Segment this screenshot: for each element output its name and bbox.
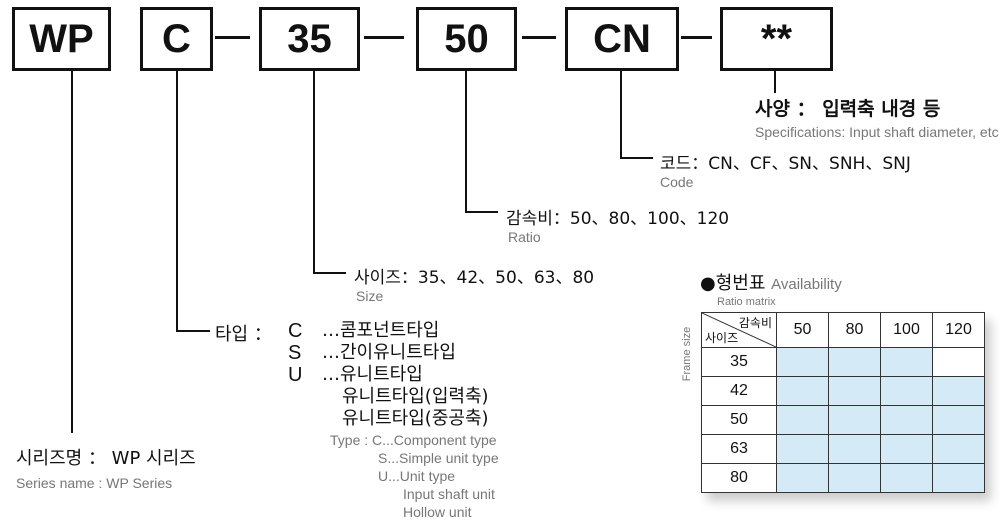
ratio-header: 100: [880, 312, 933, 348]
available-cell: [828, 347, 881, 377]
table-row: 63: [701, 434, 985, 464]
ratio-matrix-label: Ratio matrix: [717, 296, 776, 308]
available-cell: [932, 434, 985, 464]
series-en: Series name : WP Series: [16, 475, 173, 491]
dash: [681, 36, 712, 39]
code-box-ratio: 50: [416, 7, 517, 71]
leader-line: [176, 71, 178, 331]
spec-en: Specifications: Input shaft diameter, et…: [755, 124, 999, 140]
ratio-header: 120: [932, 312, 985, 348]
table-row: 42: [701, 376, 985, 406]
code-box-spec: **: [720, 7, 833, 71]
availability-title: ●형번표 Availability: [700, 273, 842, 294]
available-cell: [828, 376, 881, 406]
ratio-header: 80: [828, 312, 881, 348]
size-header: 35: [701, 347, 777, 377]
available-cell: [880, 405, 933, 435]
size-header: 63: [701, 434, 777, 464]
code-box-type: C: [140, 7, 213, 71]
size-label: 사이즈：35、42、50、63、80: [354, 268, 595, 288]
code-box-series: WP: [12, 7, 111, 71]
type-descriptions: …콤포넌트타입…간이유니트타입…유니트타입 유니트타입(입력축)유니트타입(중공…: [322, 320, 489, 429]
available-cell: [880, 376, 933, 406]
leader-line: [465, 71, 467, 212]
leader-line: [176, 330, 210, 332]
frame-size-label: Frame size: [681, 326, 694, 382]
ratio-label: 감속비：50、80、100、120: [506, 209, 730, 229]
size-en: Size: [356, 288, 384, 304]
dash: [522, 36, 556, 39]
table-row: 50: [701, 405, 985, 435]
leader-line: [774, 71, 776, 93]
available-cell: [828, 405, 881, 435]
ratio-header: 50: [776, 312, 829, 348]
table-row: 35: [701, 347, 985, 377]
available-cell: [828, 463, 881, 493]
ratio-en: Ratio: [508, 229, 541, 245]
size-header: 42: [701, 376, 777, 406]
available-cell: [880, 463, 933, 493]
dash: [215, 36, 250, 39]
series-label: 시리즈명 ： WP 시리즈: [16, 448, 196, 469]
leader-line: [313, 71, 315, 274]
size-header: 80: [701, 463, 777, 493]
spec-label: 사양 ： 입력축 내경 등: [755, 98, 941, 120]
available-cell: [932, 376, 985, 406]
available-cell: [776, 405, 829, 435]
code-en: Code: [660, 174, 694, 190]
available-cell: [932, 405, 985, 435]
available-cell: [776, 347, 829, 377]
leader-line: [465, 211, 498, 213]
type-label: 타입 ：: [215, 324, 272, 345]
available-cell: [776, 463, 829, 493]
available-cell: [880, 347, 933, 377]
dash: [364, 36, 404, 39]
leader-line: [71, 71, 73, 433]
code-box-code: CN: [565, 7, 679, 71]
available-cell: [880, 434, 933, 464]
corner-cell: 감속비 사이즈: [701, 312, 777, 348]
leader-line: [313, 272, 346, 274]
code-box-size: 35: [259, 7, 360, 71]
unavailable-cell: [932, 347, 985, 377]
size-header: 50: [701, 405, 777, 435]
leader-line: [620, 157, 653, 159]
code-label: 코드：CN、CF、SN、SNH、SNJ: [660, 154, 911, 174]
available-cell: [828, 434, 881, 464]
available-cell: [776, 376, 829, 406]
leader-line: [620, 71, 622, 158]
table-row: 80: [701, 463, 985, 493]
available-cell: [932, 463, 985, 493]
available-cell: [776, 434, 829, 464]
